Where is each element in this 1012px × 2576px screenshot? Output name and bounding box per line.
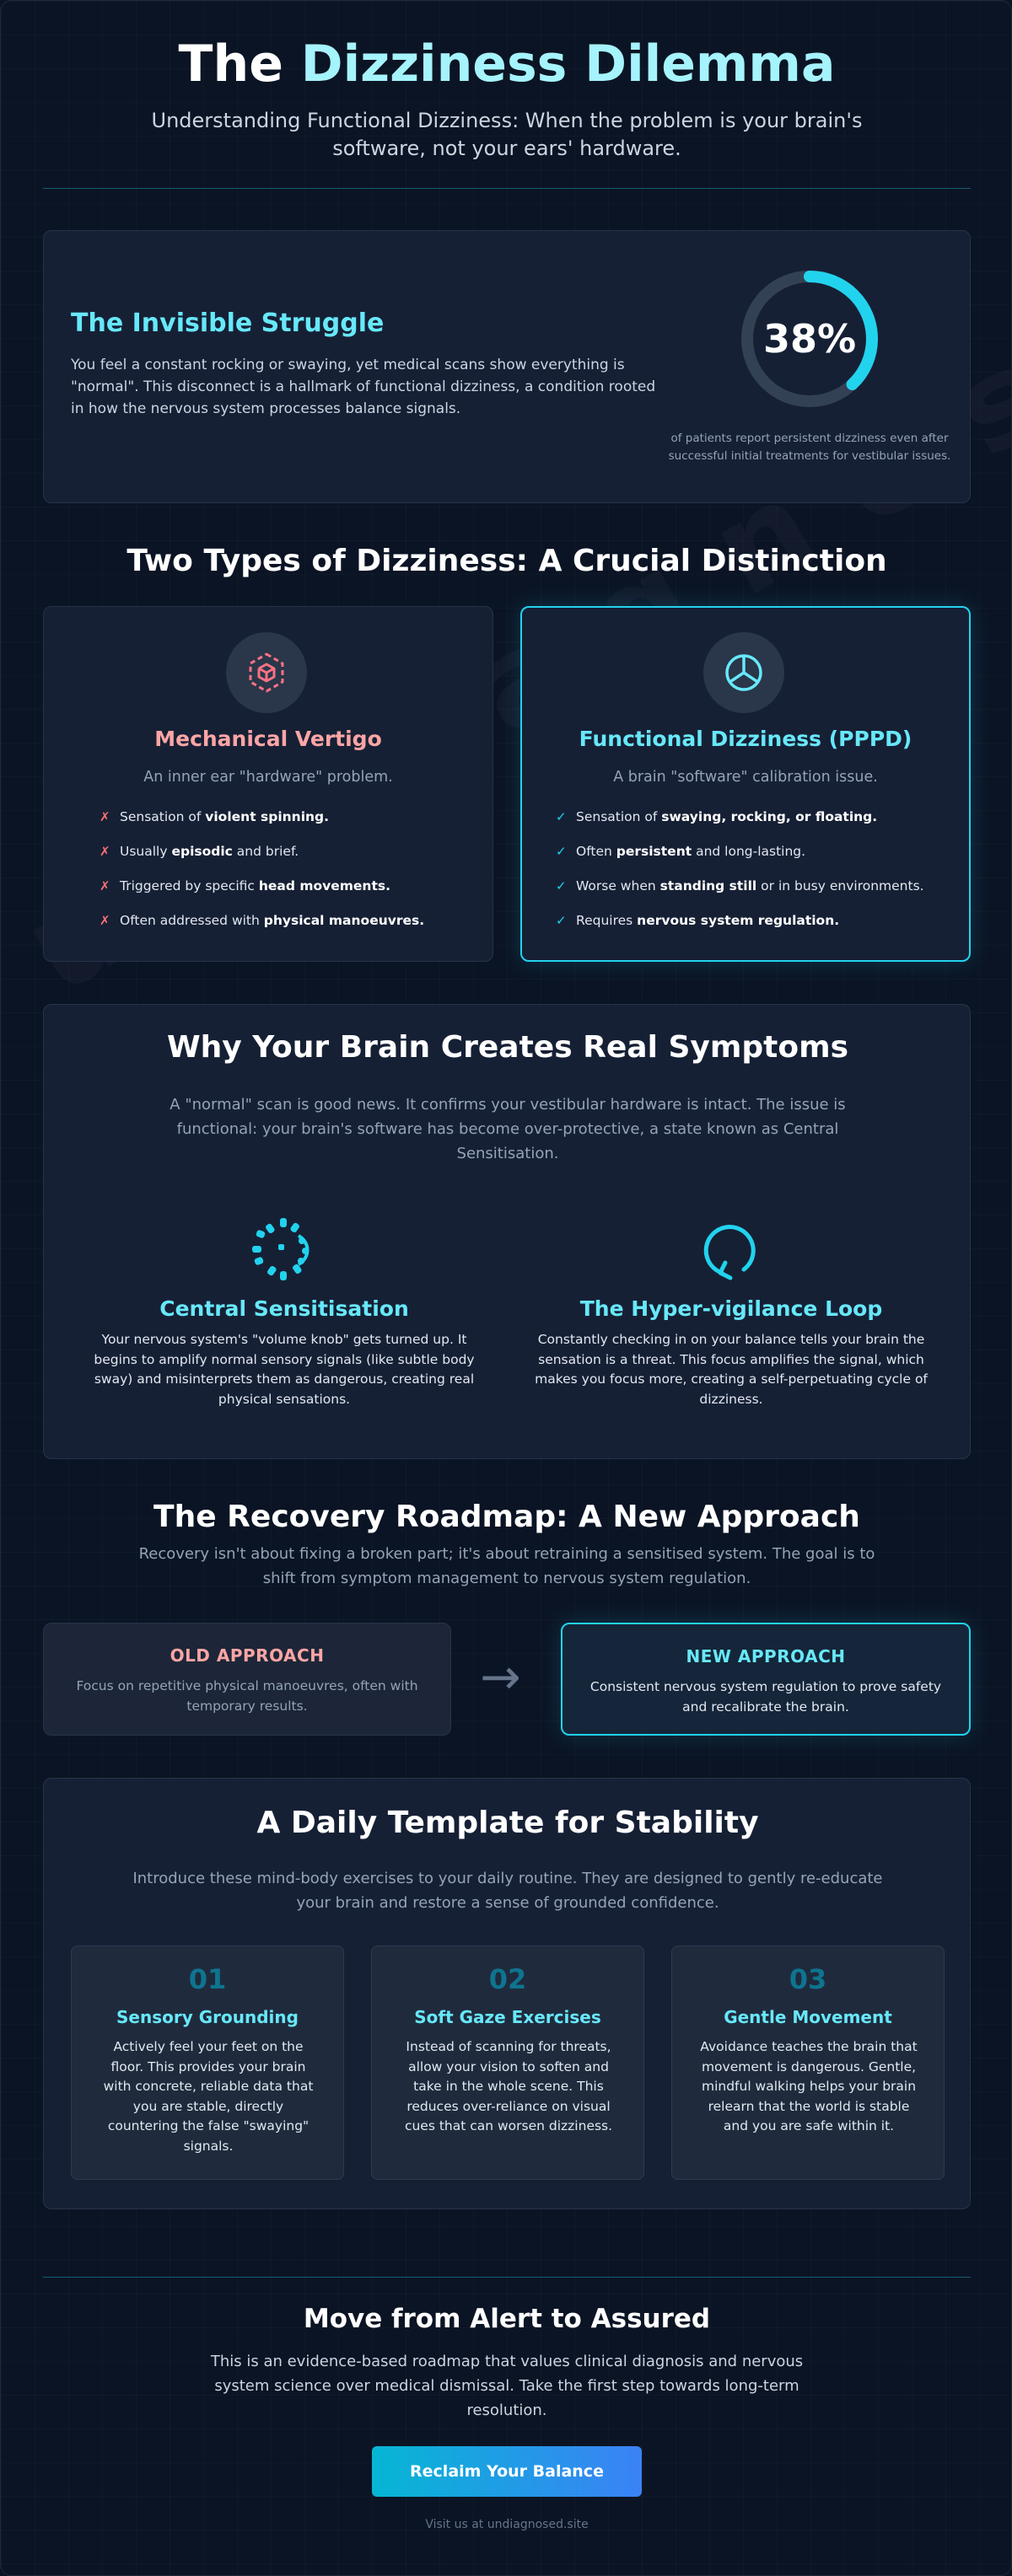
step-title: Gentle Movement	[724, 2007, 892, 2027]
sensitisation-title: Central Sensitisation	[159, 1296, 409, 1321]
list-item: ✗Usually episodic and brief.	[100, 844, 299, 859]
mechanical-desc: An inner ear "hardware" problem.	[143, 769, 393, 786]
roadmap-heading: The Recovery Roadmap: A New Approach	[153, 1500, 860, 1534]
step-title: Soft Gaze Exercises	[414, 2007, 601, 2027]
mechanical-name: Mechanical Vertigo	[154, 727, 382, 751]
step-text: Instead of scanning for threats, allow y…	[404, 2039, 613, 2133]
brain-intro: A "normal" scan is good news. It confirm…	[170, 1096, 846, 1162]
functional-icon-wrap	[703, 632, 784, 713]
footer-title: Move from Alert to Assured	[303, 2304, 711, 2334]
list-item: ✓Requires nervous system regulation.	[556, 913, 840, 928]
daily-card: A Daily Template for Stability Introduce…	[43, 1778, 971, 2209]
types-heading: Two Types of Dizziness: A Crucial Distin…	[126, 544, 887, 578]
hypervigilance-text: Constantly checking in on your balance t…	[535, 1332, 928, 1407]
functional-feature-list: ✓Sensation of swaying, rocking, or float…	[556, 809, 924, 947]
cube-icon	[249, 652, 284, 693]
cross-icon: ✗	[100, 844, 110, 859]
functional-desc: A brain "software" calibration issue.	[613, 769, 878, 786]
page-subtitle: Understanding Functional Dizziness: When…	[151, 109, 863, 160]
new-approach-card: NEW APPROACH Consistent nervous system r…	[561, 1623, 971, 1736]
list-item: ✓Sensation of swaying, rocking, or float…	[556, 809, 878, 824]
footer-divider	[43, 2277, 971, 2278]
mechanical-icon-wrap	[226, 632, 307, 713]
check-icon: ✓	[556, 809, 567, 824]
list-item: ✗Triggered by specific head movements.	[100, 878, 390, 894]
list-item: ✗Sensation of violent spinning.	[100, 809, 330, 824]
hypervigilance-title: The Hyper-vigilance Loop	[579, 1296, 883, 1321]
check-icon: ✓	[556, 844, 567, 859]
cross-icon: ✗	[100, 809, 110, 824]
step-text: Actively feel your feet on the floor. Th…	[103, 2039, 314, 2154]
stat-text: You feel a constant rocking or swaying, …	[71, 357, 656, 417]
percent-caption: of patients report persistent dizziness …	[668, 432, 951, 463]
sensitisation-text: Your nervous system's "volume knob" gets…	[94, 1332, 475, 1407]
step-number: 03	[789, 1963, 827, 1995]
page-title: The Dizziness Dilemma	[1, 35, 1011, 94]
roadmap-subtitle: Recovery isn't about fixing a broken par…	[138, 1545, 875, 1587]
footer-text: This is an evidence-based roadmap that v…	[210, 2353, 804, 2419]
stat-heading: The Invisible Struggle	[71, 309, 385, 338]
daily-heading: A Daily Template for Stability	[256, 1806, 759, 1840]
cross-icon: ✗	[100, 878, 110, 894]
burst-icon	[252, 1218, 310, 1280]
old-approach-card: OLD APPROACH Focus on repetitive physica…	[43, 1623, 451, 1736]
step-card: 02 Soft Gaze Exercises Instead of scanni…	[371, 1945, 644, 2180]
list-item: ✓Worse when standing still or in busy en…	[556, 878, 924, 894]
visit-link[interactable]: Visit us at undiagnosed.site	[425, 2518, 589, 2531]
percent-value: 38%	[762, 316, 857, 362]
old-approach-label: OLD APPROACH	[170, 1645, 325, 1666]
list-item: ✓Often persistent and long-lasting.	[556, 844, 806, 859]
brain-heading: Why Your Brain Creates Real Symptoms	[166, 1030, 849, 1065]
header-divider	[43, 188, 971, 189]
stat-card: The Invisible Struggle You feel a consta…	[43, 230, 971, 503]
step-text: Avoidance teaches the brain that movemen…	[700, 2039, 918, 2133]
arrow-right-icon: →	[480, 1648, 521, 1705]
donut-arc	[741, 271, 878, 407]
pie-icon	[725, 654, 762, 691]
percent-donut	[741, 271, 878, 407]
new-approach-text: Consistent nervous system regulation to …	[589, 1679, 942, 1715]
list-item: ✗Often addressed with physical manoeuvre…	[100, 913, 425, 928]
mechanical-feature-list: ✗Sensation of violent spinning. ✗Usually…	[100, 809, 424, 947]
reclaim-balance-button[interactable]: Reclaim Your Balance	[372, 2446, 642, 2497]
step-number: 01	[188, 1963, 227, 1995]
title-accent: Dizziness Dilemma	[300, 35, 836, 94]
step-card: 03 Gentle Movement Avoidance teaches the…	[671, 1945, 945, 2180]
old-approach-text: Focus on repetitive physical manoeuvres,…	[76, 1678, 418, 1714]
step-title: Sensory Grounding	[116, 2007, 299, 2027]
functional-card: Functional Dizziness (PPPD) A brain "sof…	[520, 606, 971, 962]
check-icon: ✓	[556, 913, 567, 928]
step-number: 02	[488, 1963, 527, 1995]
daily-intro: Introduce these mind-body exercises to y…	[132, 1870, 883, 1912]
functional-name: Functional Dizziness (PPPD)	[579, 727, 912, 751]
brain-card: Why Your Brain Creates Real Symptoms A "…	[43, 1004, 971, 1459]
loop-arrow-icon	[703, 1225, 756, 1280]
title-plain: The	[178, 35, 301, 94]
new-approach-label: NEW APPROACH	[686, 1646, 846, 1666]
check-icon: ✓	[556, 878, 567, 894]
cross-icon: ✗	[100, 913, 110, 928]
mechanical-card: Mechanical Vertigo An inner ear "hardwar…	[43, 606, 493, 962]
step-card: 01 Sensory Grounding Actively feel your …	[71, 1945, 344, 2180]
